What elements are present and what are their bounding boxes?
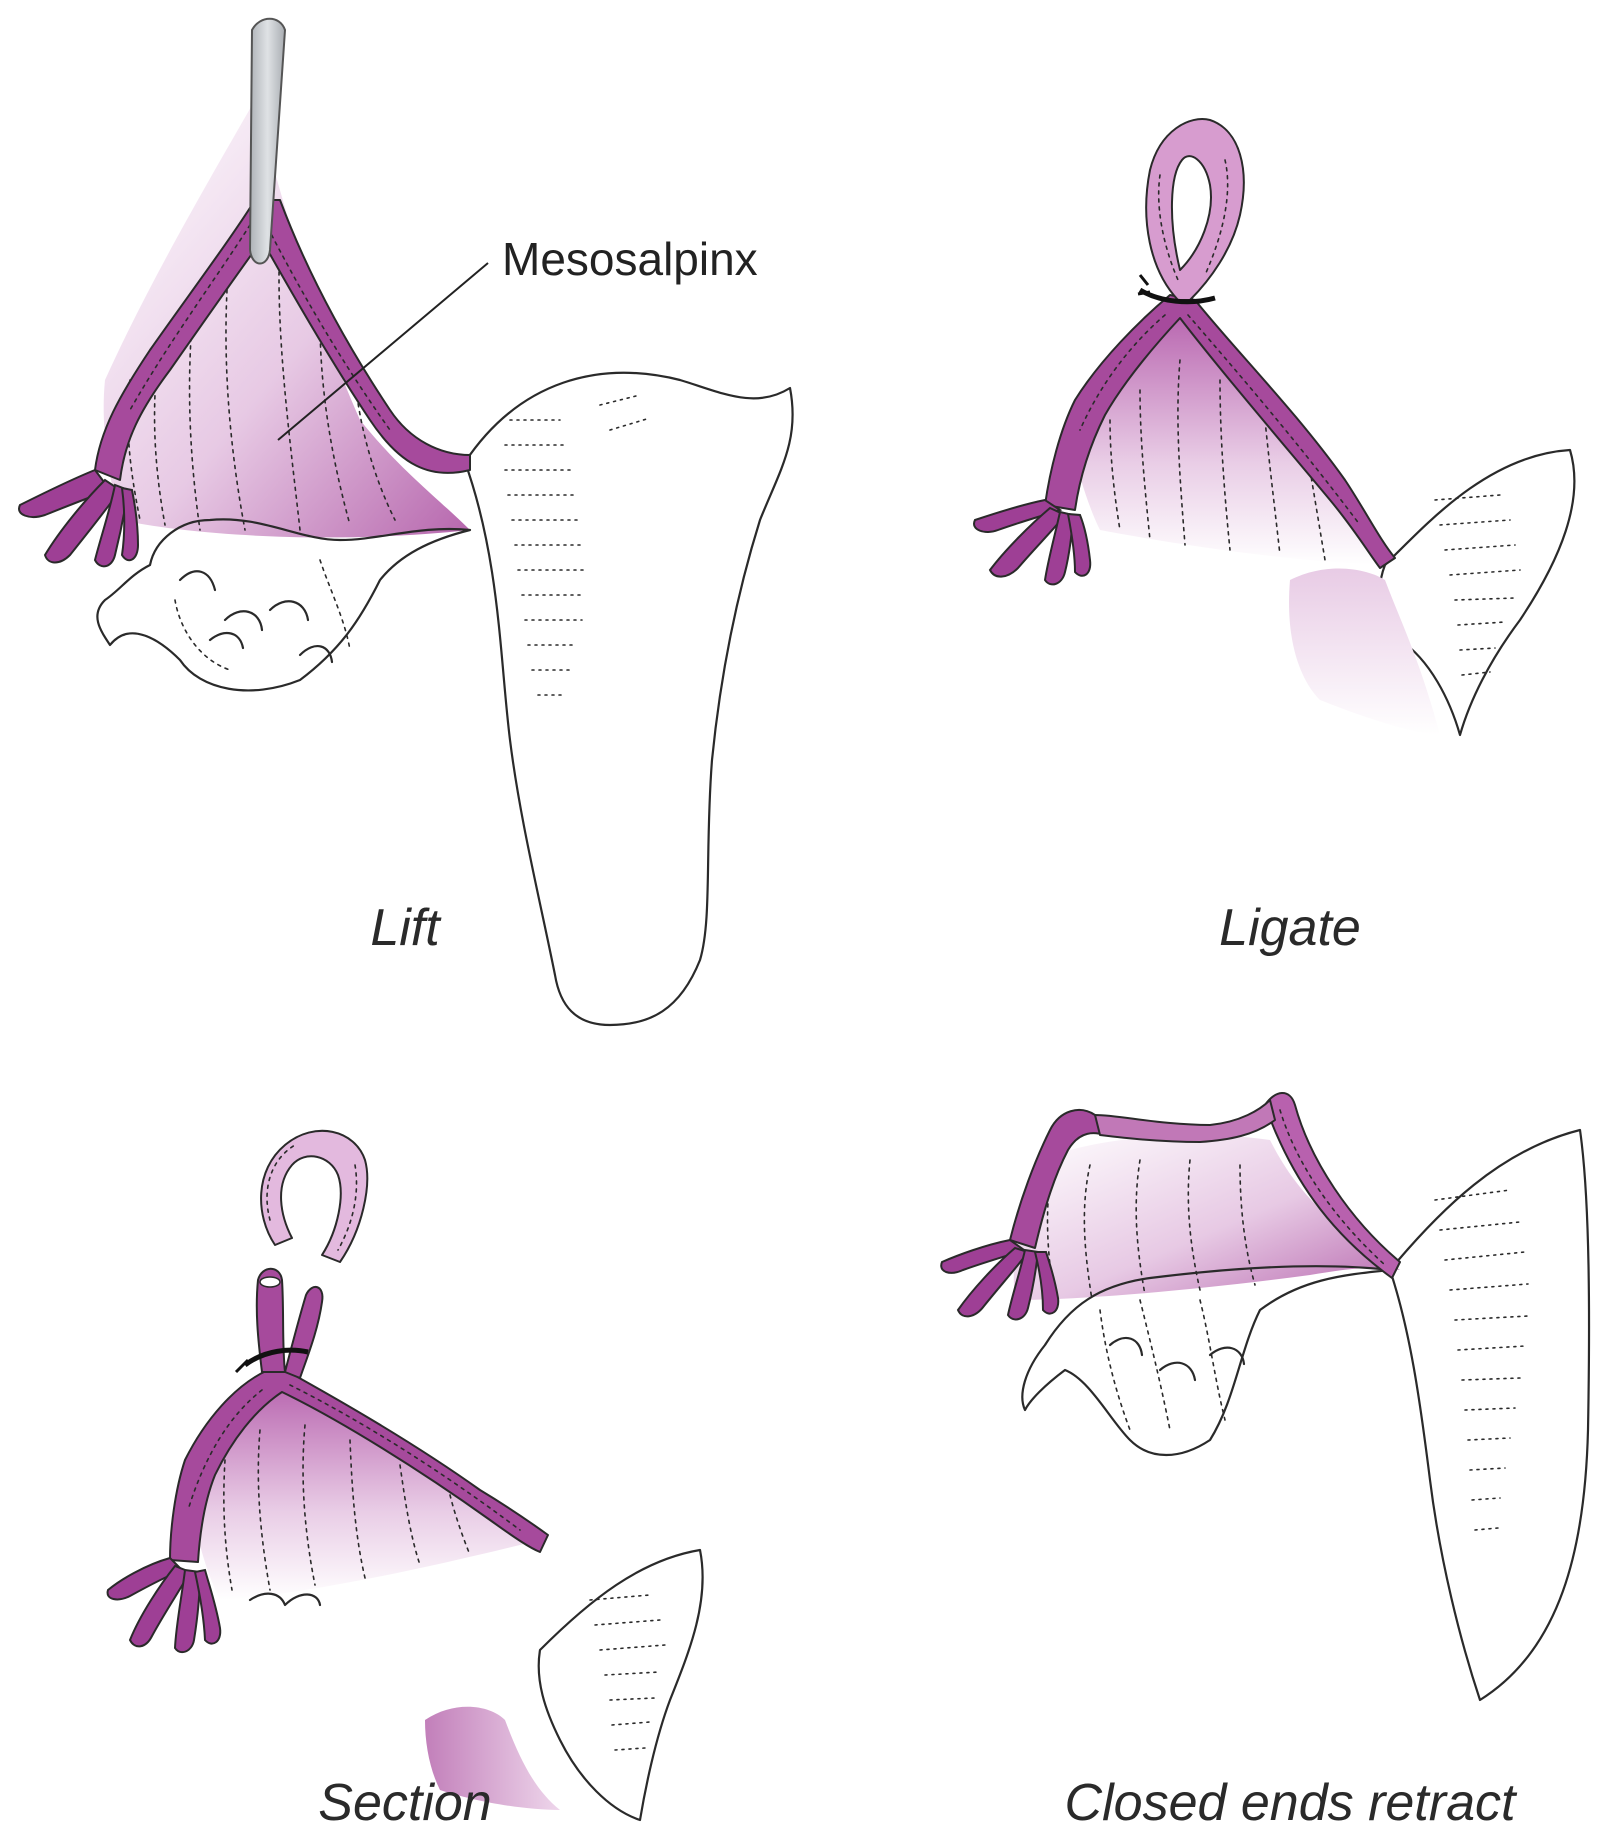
fimbriae xyxy=(108,1558,221,1652)
panel-lift: Mesosalpinx Lift xyxy=(19,19,793,1025)
cut-stump-distal xyxy=(285,1287,322,1378)
ovary-follicles xyxy=(175,560,350,670)
uterus-striations xyxy=(505,395,650,695)
uterus xyxy=(539,1550,703,1820)
uterus xyxy=(1390,1130,1589,1700)
panel-retract: Closed ends retract xyxy=(941,1093,1589,1832)
mesosalpinx-membrane xyxy=(104,100,470,537)
distal-tube-closed-end xyxy=(1095,1100,1275,1142)
fimbriae xyxy=(941,1240,1058,1319)
uterus-striations xyxy=(590,1595,665,1750)
excised-tube-segment xyxy=(261,1131,367,1262)
ligated-tube-loop xyxy=(1146,119,1244,300)
caption-lift: Lift xyxy=(370,899,442,957)
uterus-striations xyxy=(1435,495,1520,675)
uterus-striations xyxy=(1435,1190,1528,1530)
ovary-follicles xyxy=(1100,1300,1244,1430)
fimbriae xyxy=(974,500,1090,584)
mesosalpinx-label: Mesosalpinx xyxy=(502,233,758,285)
caption-retract: Closed ends retract xyxy=(1065,1774,1518,1832)
uterus-cornu xyxy=(1289,568,1440,735)
caption-ligate: Ligate xyxy=(1219,899,1361,957)
panel-ligate: Ligate xyxy=(974,119,1574,957)
ovary xyxy=(97,519,470,690)
panel-section: Section xyxy=(108,1131,703,1832)
caption-section: Section xyxy=(318,1774,491,1832)
